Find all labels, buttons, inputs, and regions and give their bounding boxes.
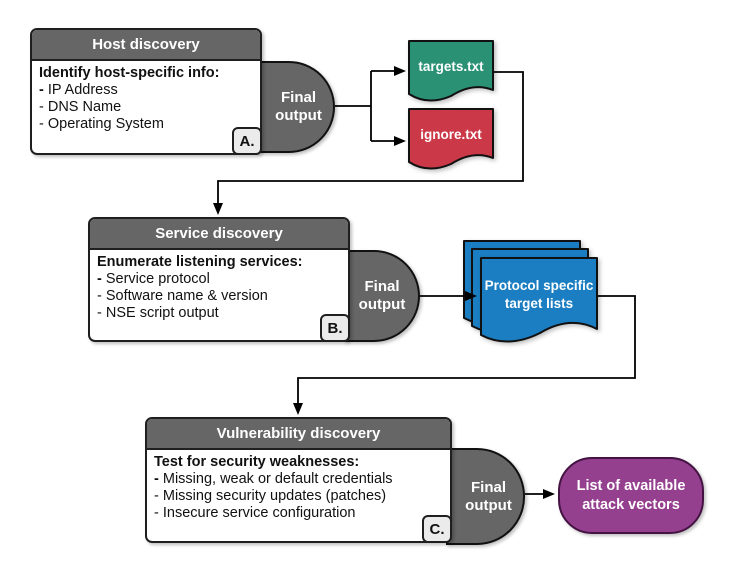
protocol-lists-text: Protocol specific target lists	[484, 278, 594, 311]
phase-box-host-discovery: Host discovery Identify host-specific in…	[30, 28, 262, 155]
phase-box-service-discovery: Service discovery Enumerate listening se…	[88, 217, 350, 342]
list-item: NSE script output	[97, 305, 341, 322]
targets-file-node: targets.txt	[408, 40, 494, 106]
protocol-lists-label: Protocol specific target lists	[480, 260, 598, 330]
phase-title: Service discovery	[90, 219, 348, 250]
ignore-file-label: ignore.txt	[420, 126, 482, 142]
targets-file-label: targets.txt	[418, 58, 484, 74]
list-item: Insecure service configuration	[154, 505, 443, 522]
list-item: Operating System	[39, 116, 253, 133]
phase-badge-b: B.	[320, 314, 350, 342]
phase-item-list: Service protocolSoftware name & versionN…	[97, 271, 341, 322]
phase-body: Identify host-specific info: IP AddressD…	[32, 61, 260, 137]
protocol-lists-node: Protocol specific target lists	[463, 240, 606, 355]
list-item: Missing security updates (patches)	[154, 488, 443, 505]
list-item: IP Address	[39, 82, 253, 99]
phase-heading: Test for security weaknesses:	[154, 454, 360, 470]
phase-item-list: IP AddressDNS NameOperating System	[39, 82, 253, 133]
list-item: Missing, weak or default credentials	[154, 471, 443, 488]
phase-body: Enumerate listening services: Service pr…	[90, 250, 348, 326]
phase-badge-a: A.	[232, 127, 262, 155]
phase-item-list: Missing, weak or default credentialsMiss…	[154, 471, 443, 522]
phase-heading: Enumerate listening services:	[97, 254, 303, 270]
final-output-shape-b: Final output	[344, 250, 420, 342]
final-output-label: Final output	[275, 89, 322, 124]
attack-vectors-label: List of available attack vectors	[576, 477, 686, 513]
final-output-shape-c: Final output	[446, 448, 525, 545]
list-item: Software name & version	[97, 288, 341, 305]
final-output-shape-a: Final output	[256, 61, 335, 153]
phase-body: Test for security weaknesses: Missing, w…	[147, 450, 450, 526]
phase-badge-c: C.	[422, 515, 452, 543]
phase-heading: Identify host-specific info:	[39, 65, 220, 81]
ignore-file-node: ignore.txt	[408, 108, 494, 174]
attack-vectors-node: List of available attack vectors	[558, 457, 704, 534]
list-item: DNS Name	[39, 99, 253, 116]
final-output-label: Final output	[465, 478, 512, 514]
final-output-label: Final output	[358, 278, 406, 313]
phase-title: Vulnerability discovery	[147, 419, 450, 450]
phase-title: Host discovery	[32, 30, 260, 61]
phase-box-vulnerability-discovery: Vulnerability discovery Test for securit…	[145, 417, 452, 543]
list-item: Service protocol	[97, 271, 341, 288]
